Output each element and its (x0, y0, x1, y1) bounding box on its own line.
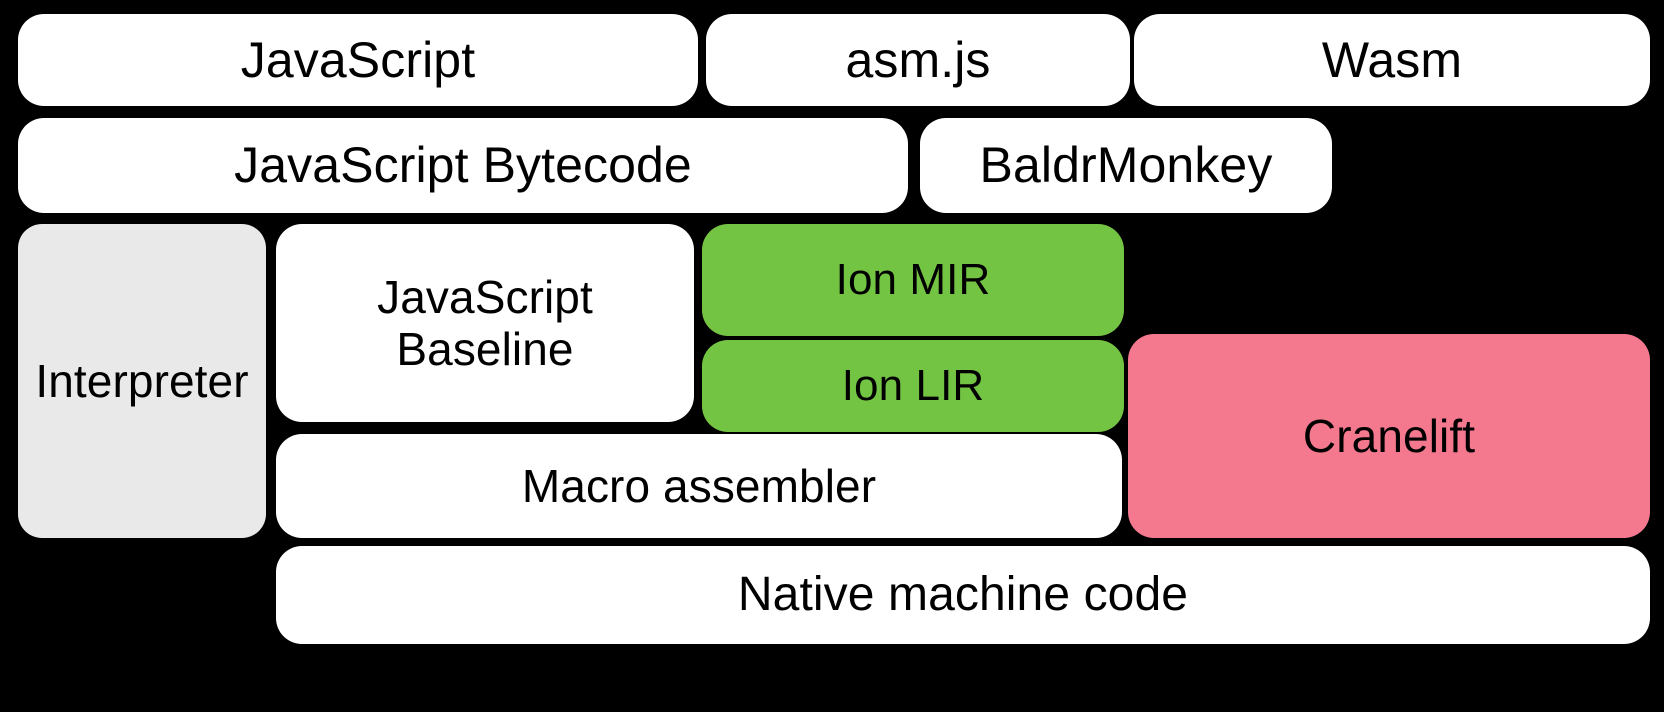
node-ion-mir: Ion MIR (702, 224, 1124, 336)
node-javascript-baseline: JavaScript Baseline (276, 224, 694, 422)
node-baldrmonkey: BaldrMonkey (920, 118, 1332, 213)
node-javascript-bytecode: JavaScript Bytecode (18, 118, 908, 213)
node-wasm: Wasm (1134, 14, 1650, 106)
node-ion-lir: Ion LIR (702, 340, 1124, 432)
node-native-machine-code: Native machine code (276, 546, 1650, 644)
node-macro-assembler: Macro assembler (276, 434, 1122, 538)
node-asm-js: asm.js (706, 14, 1130, 106)
node-cranelift: Cranelift (1128, 334, 1650, 538)
node-interpreter: Interpreter (18, 224, 266, 538)
node-javascript: JavaScript (18, 14, 698, 106)
